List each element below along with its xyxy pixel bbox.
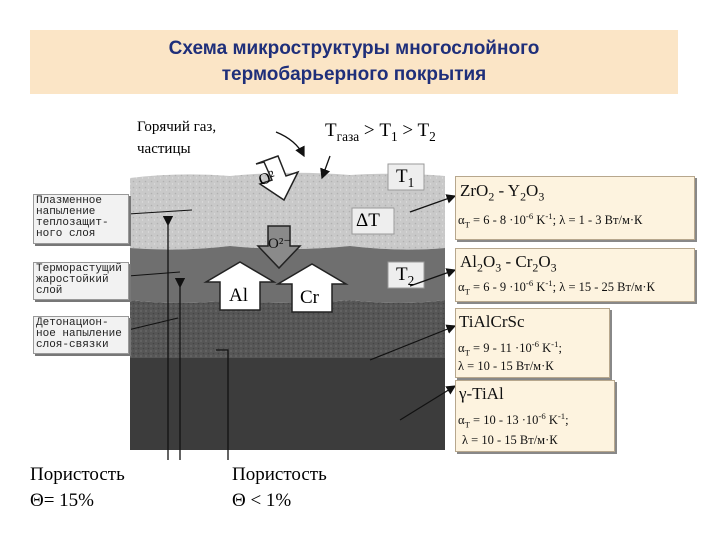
tialcrsc-prop-part: K [539, 341, 551, 355]
material-gamma-tial-props-1: αT = 10 - 13 ·10-6 K-1; [458, 411, 569, 430]
bond-coat-layer [130, 300, 445, 363]
material-zro2-props: αT = 6 - 8 ·10-6 K-1; λ = 1 - 3 Вт/м·К [458, 211, 642, 230]
t-gas-subscript: газа [337, 129, 360, 144]
porosity-left-line-1: Пористость [30, 462, 125, 488]
material-al2o3-props: αT = 6 - 9 ·10-6 K-1; λ = 15 - 25 Вт/м·К [458, 278, 655, 297]
material-zro2-name: ZrO2 - Y2O3 [460, 181, 544, 204]
material-tialcrsc-props-1: αT = 9 - 11 ·10-6 K-1; [458, 339, 562, 358]
t2-letter: T [396, 264, 408, 285]
al2o3-name-part: O [538, 252, 550, 271]
material-box-zro2: ZrO2 - Y2O3 αT = 6 - 8 ·10-6 K-1; λ = 1 … [455, 176, 695, 240]
gamma-tial-prop-sup: -6 [538, 411, 545, 421]
porosity-left-label: Пористость Θ= 15% [30, 462, 125, 514]
material-box-gamma-tial: γ-TiAl αT = 10 - 13 ·10-6 K-1; λ = 10 - … [455, 380, 615, 452]
layer-label-detonation: Детонацион- ное напыление слоя-связки [33, 316, 129, 354]
porosity-right-label: Пористость Θ < 1% [232, 462, 327, 514]
zro2-prop-part: ; λ = 1 - 3 Вт/м·К [553, 213, 643, 227]
material-box-al2o3: Al2O3 - Cr2O3 αT = 6 - 9 ·10-6 K-1; λ = … [455, 248, 695, 302]
al-label: Al [229, 285, 248, 307]
material-box-tialcrsc: TiAlCrSc αT = 9 - 11 ·10-6 K-1; λ = 10 -… [455, 308, 610, 378]
layer-label-detonation-line-3: слоя-связки [36, 340, 126, 351]
t-relation-sub-1: 1 [391, 129, 398, 144]
porosity-left-line-2: Θ= 15% [30, 488, 125, 514]
zro2-name-part: - Y [494, 181, 520, 200]
gas-particle-arrow-1 [276, 132, 304, 156]
gamma-tial-prop-part: ; [565, 413, 568, 427]
zro2-prop-sup: -1 [545, 211, 552, 221]
layer-label-plasma: Плазменное напыление теплозащит- ного сл… [33, 194, 129, 244]
tialcrsc-prop-part: = 9 - 11 ·10 [470, 341, 532, 355]
temperature-relation: Tгаза > T1 > T2 [325, 120, 436, 145]
material-gamma-tial-props-2: λ = 10 - 15 Вт/м·К [462, 433, 558, 448]
al2o3-name-part: - Cr [501, 252, 532, 271]
t-relation-gt-1: > T [359, 120, 391, 141]
tialcrsc-prop-part: ; [558, 341, 561, 355]
t-gas-letter: T [325, 120, 337, 141]
material-gamma-tial-name: γ-TiAl [459, 384, 504, 404]
t1-sub: 1 [408, 175, 415, 190]
t1-label: T1 [396, 166, 414, 191]
al2o3-prop-part: ; λ = 15 - 25 Вт/м·К [553, 280, 655, 294]
zro2-prop-part: K [533, 213, 545, 227]
al2o3-prop-part: = 6 - 9 ·10 [470, 280, 526, 294]
al2o3-prop-sup: -1 [545, 278, 552, 288]
layer-label-plasma-line-4: ного слоя [36, 229, 126, 240]
hot-gas-line-2: частицы [137, 138, 216, 160]
material-tialcrsc-name: TiAlCrSc [459, 312, 525, 332]
material-tialcrsc-props-2: λ = 10 - 15 Вт/м·К [458, 359, 554, 374]
zro2-name-sub: 3 [538, 189, 544, 203]
zro2-name-part: Zr [460, 181, 476, 200]
delta-t-label: ΔT [356, 210, 380, 232]
layer-label-growing-line-3: слой [36, 286, 126, 297]
porosity-right-line-1: Пористость [232, 462, 327, 488]
tialcrsc-prop-sup: -6 [532, 339, 539, 349]
t2-label: T2 [396, 264, 414, 289]
zro2-prop-part: = 6 - 8 ·10 [470, 213, 526, 227]
oxygen-label-middle: O²⁻ [268, 234, 291, 253]
hot-gas-line-1: Горячий газ, [137, 116, 216, 138]
t1-letter: T [396, 166, 408, 187]
al2o3-name-sub: 3 [551, 260, 557, 274]
porosity-right-line-2: Θ < 1% [232, 488, 327, 514]
al2o3-name-part: Al [460, 252, 477, 271]
t-relation-gt-2: > T [398, 120, 429, 141]
zro2-name-part: O [476, 181, 488, 200]
gamma-tial-prop-part: = 10 - 13 ·10 [470, 413, 539, 427]
material-al2o3-name: Al2O3 - Cr2O3 [460, 252, 557, 275]
substrate-layer [130, 358, 445, 450]
cr-label: Cr [300, 287, 319, 309]
hot-gas-label: Горячий газ, частицы [137, 116, 216, 160]
al2o3-prop-part: K [533, 280, 545, 294]
t-relation-sub-2: 2 [429, 129, 436, 144]
t2-sub: 2 [408, 273, 415, 288]
layer-label-growing: Терморастущий жаростойкий слой [33, 262, 129, 300]
zro2-name-part: O [526, 181, 538, 200]
gamma-tial-prop-part: K [546, 413, 558, 427]
al2o3-name-part: O [483, 252, 495, 271]
